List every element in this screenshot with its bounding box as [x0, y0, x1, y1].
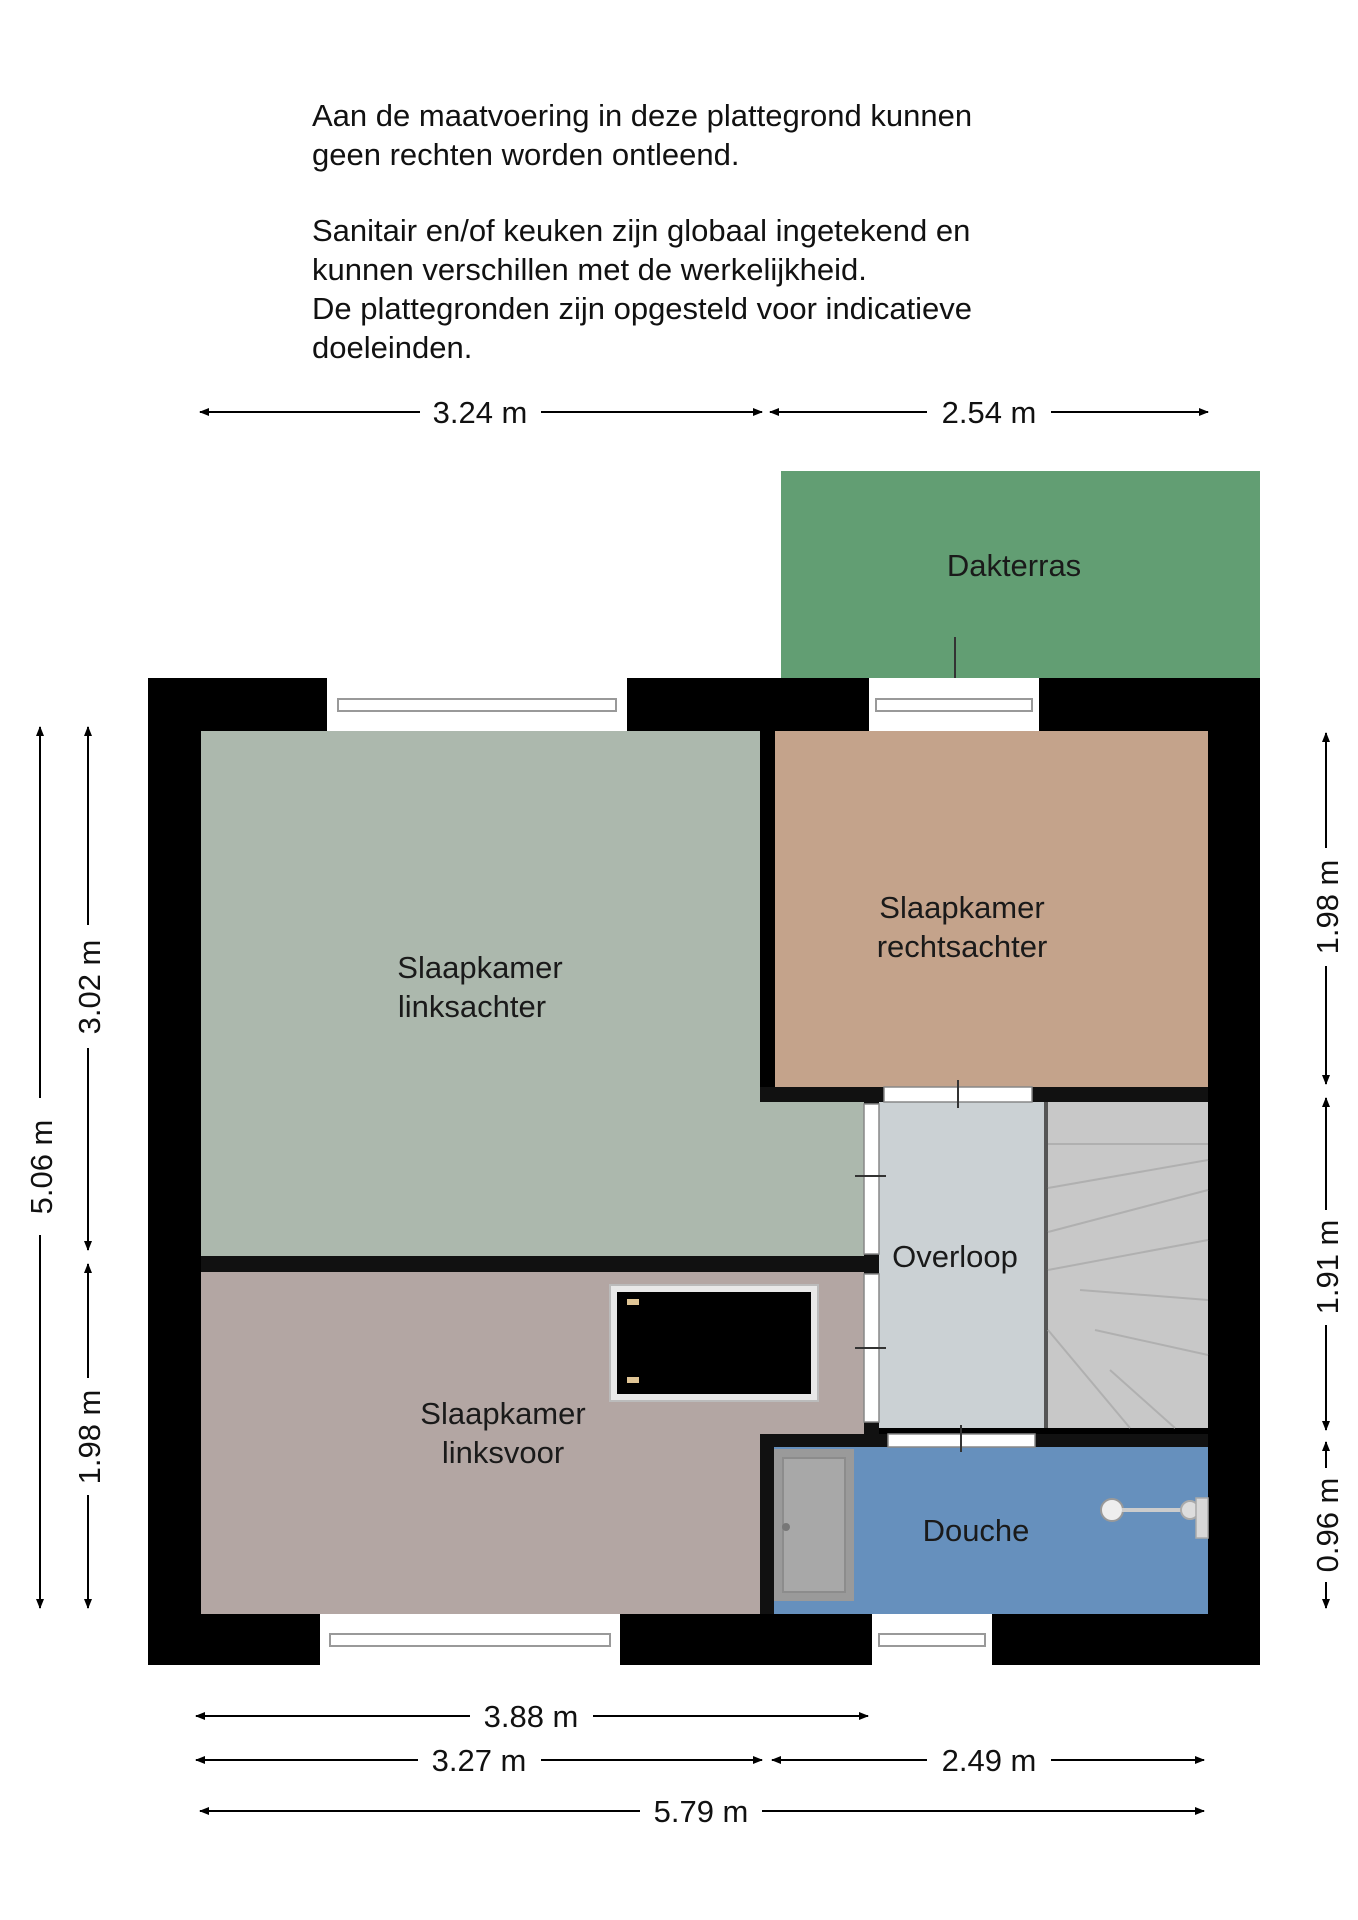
dim-bottom-1: 3.88 m — [484, 1699, 579, 1734]
dimension-left — [36, 726, 92, 1609]
wall-upper-divider — [201, 1256, 879, 1272]
dim-bottom-2b: 2.49 m — [942, 1743, 1037, 1778]
wall-douche-left — [760, 1434, 774, 1614]
label-rechtsachter-line2: rechtsachter — [877, 929, 1048, 964]
shower-head-icon — [1100, 1497, 1209, 1539]
label-linksachter-line2: linksachter — [398, 989, 546, 1024]
dimension-bottom — [195, 1712, 1205, 1815]
label-overloop: Overloop — [892, 1239, 1018, 1274]
bathtub-icon — [774, 1449, 854, 1601]
disclaimer-line: doeleinden. — [312, 330, 473, 365]
disclaimer-line: Sanitair en/of keuken zijn globaal inget… — [312, 213, 971, 248]
dim-left-upper: 3.02 m — [72, 940, 107, 1035]
disclaimer-text: Aan de maatvoering in deze plattegrond k… — [312, 96, 1212, 367]
window-top-right — [869, 678, 1039, 731]
label-linksachter-line1: Slaapkamer — [397, 950, 562, 985]
wall-stairs-left — [1044, 1102, 1048, 1428]
door-linksachter — [863, 1103, 880, 1255]
window-top-left — [327, 678, 627, 731]
staircase — [1047, 1143, 1209, 1429]
dim-top-right: 2.54 m — [942, 395, 1037, 430]
dim-right-upper: 1.98 m — [1310, 860, 1345, 955]
disclaimer-line: De plattegronden zijn opgesteld voor ind… — [312, 291, 973, 326]
label-linksvoor-line2: linksvoor — [442, 1435, 564, 1470]
dim-right-lower: 0.96 m — [1310, 1478, 1345, 1573]
dim-right-middle: 1.91 m — [1310, 1220, 1345, 1315]
room-slaapkamer-linksachter-ext — [760, 1100, 864, 1256]
dim-left-total: 5.06 m — [24, 1120, 59, 1215]
dim-top-left: 3.24 m — [433, 395, 528, 430]
label-rechtsachter-line1: Slaapkamer — [879, 890, 1044, 925]
label-linksvoor-line1: Slaapkamer — [420, 1396, 585, 1431]
dakterras-area — [781, 471, 1260, 681]
doors — [855, 1080, 1036, 1452]
disclaimer-line: kunnen verschillen met de werkelijkheid. — [312, 252, 867, 287]
dim-bottom-2a: 3.27 m — [432, 1743, 527, 1778]
window-bottom-right — [872, 1614, 992, 1665]
dim-bottom-total: 5.79 m — [654, 1794, 749, 1829]
disclaimer-line: geen rechten worden ontleend. — [312, 137, 740, 172]
dim-left-lower: 1.98 m — [72, 1390, 107, 1485]
window-bottom-left — [320, 1614, 620, 1665]
room-slaapkamer-rechtsachter — [775, 731, 1208, 1087]
windows — [320, 678, 1039, 1665]
disclaimer-line: Aan de maatvoering in deze plattegrond k… — [312, 98, 973, 133]
room-overloop — [879, 1102, 1044, 1428]
cabinet — [609, 1284, 819, 1402]
label-douche: Douche — [923, 1513, 1030, 1548]
room-slaapkamer-linksachter — [201, 731, 760, 1256]
label-dakterras: Dakterras — [947, 548, 1081, 583]
